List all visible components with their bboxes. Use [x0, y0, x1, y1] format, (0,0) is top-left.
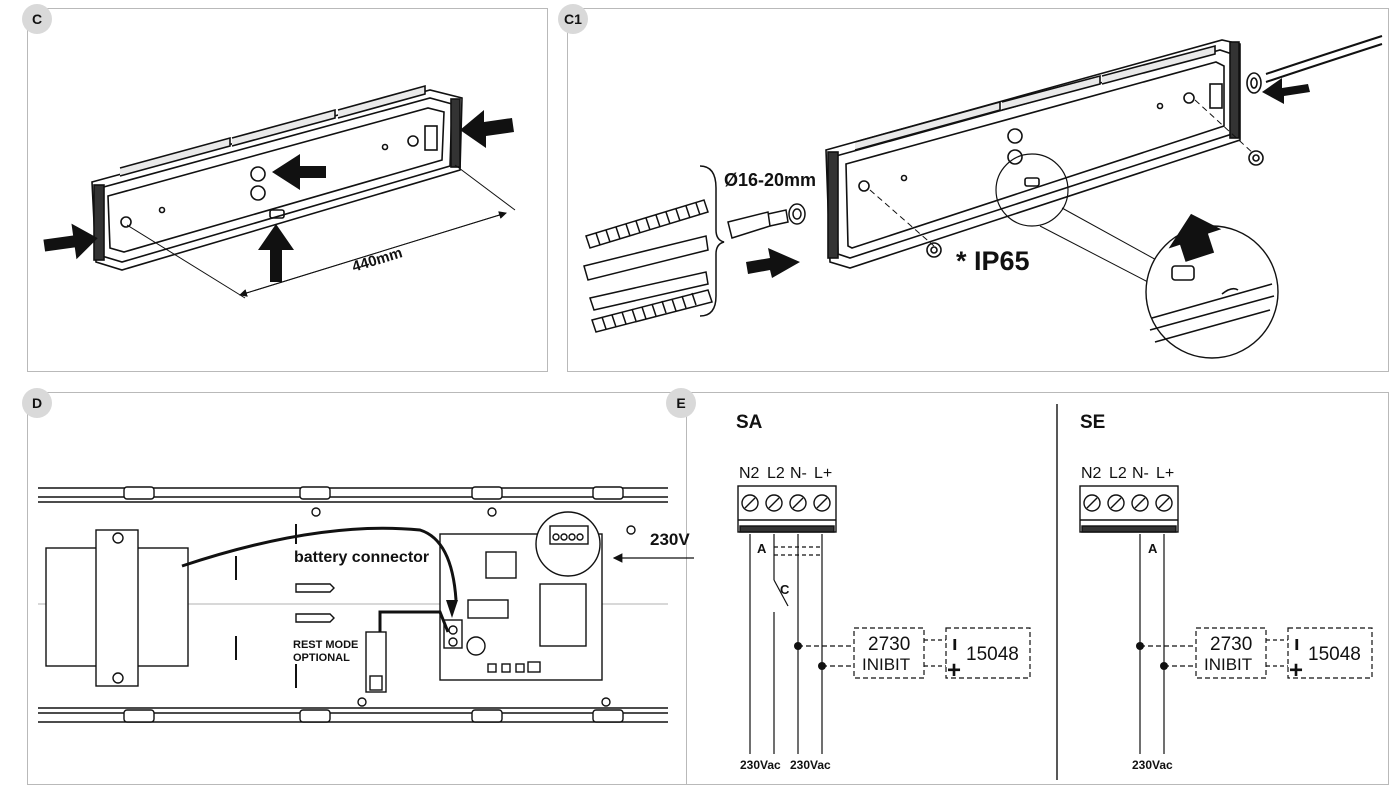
dimension-line-c: [126, 164, 516, 299]
se-terminal-nminus: N-: [1132, 465, 1149, 482]
se-terminal-l2: L2: [1109, 465, 1127, 482]
badge-c: C: [22, 4, 52, 34]
se-title: SE: [1080, 412, 1105, 433]
rest-mode-label-line2: OPTIONAL: [293, 652, 350, 664]
se-supply: 230Vac: [1132, 758, 1173, 772]
sa-polarity-minus: ı: [952, 633, 958, 655]
battery-connector-label: battery connector: [294, 549, 429, 566]
sa-title: SA: [736, 412, 763, 433]
badge-c1: C1: [558, 4, 588, 34]
panel-e: [687, 392, 1389, 785]
badge-e: E: [666, 388, 696, 418]
ip-rating-label: * IP65: [956, 246, 1030, 276]
arrow-icon: [446, 600, 458, 618]
se-box1-line1: 2730: [1210, 634, 1252, 655]
sa-terminal-l2: L2: [767, 465, 785, 482]
sa-box1-line2: INIBIT: [862, 655, 910, 674]
se-terminal-n2: N2: [1081, 465, 1102, 482]
dimension-label-c: 440mm: [350, 244, 404, 275]
se-polarity-minus: ı: [1294, 633, 1300, 655]
sa-polarity-plus: +: [947, 657, 961, 684]
se-terminal-lplus: L+: [1156, 465, 1174, 482]
arrow-icon: [1168, 78, 1310, 262]
se-terminal-block: [1079, 485, 1179, 533]
se-box1-line2: INIBIT: [1204, 655, 1252, 674]
junction-dot: [818, 662, 826, 670]
sa-terminal-block: [737, 485, 837, 533]
luminaire-body: [38, 486, 668, 723]
sa-terminal-n2: N2: [739, 465, 760, 482]
junction-dot: [1136, 642, 1144, 650]
rest-mode-label-line1: REST MODE: [293, 639, 358, 651]
diameter-label: Ø16-20mm: [724, 170, 816, 190]
voltage-label: 230V: [650, 530, 690, 549]
junction-dot: [1160, 662, 1168, 670]
sa-box2: 15048: [966, 644, 1019, 665]
sa-box1-line1: 2730: [868, 634, 910, 655]
arrow-icon: [43, 110, 514, 282]
sa-label-a: A: [757, 541, 767, 556]
se-label-a: A: [1148, 541, 1158, 556]
housing-c: [91, 84, 463, 271]
se-polarity-plus: +: [1289, 657, 1303, 684]
sa-label-c: C: [780, 582, 790, 597]
arrow-icon: [746, 248, 800, 278]
conduits: [583, 165, 806, 333]
badge-d: D: [22, 388, 52, 418]
sa-terminal-nminus: N-: [790, 465, 807, 482]
sa-supply-right: 230Vac: [790, 758, 831, 772]
se-box2: 15048: [1308, 644, 1361, 665]
sa-supply-left: 230Vac: [740, 758, 781, 772]
housing-c1: [825, 35, 1383, 359]
junction-dot: [794, 642, 802, 650]
sa-terminal-lplus: L+: [814, 465, 832, 482]
